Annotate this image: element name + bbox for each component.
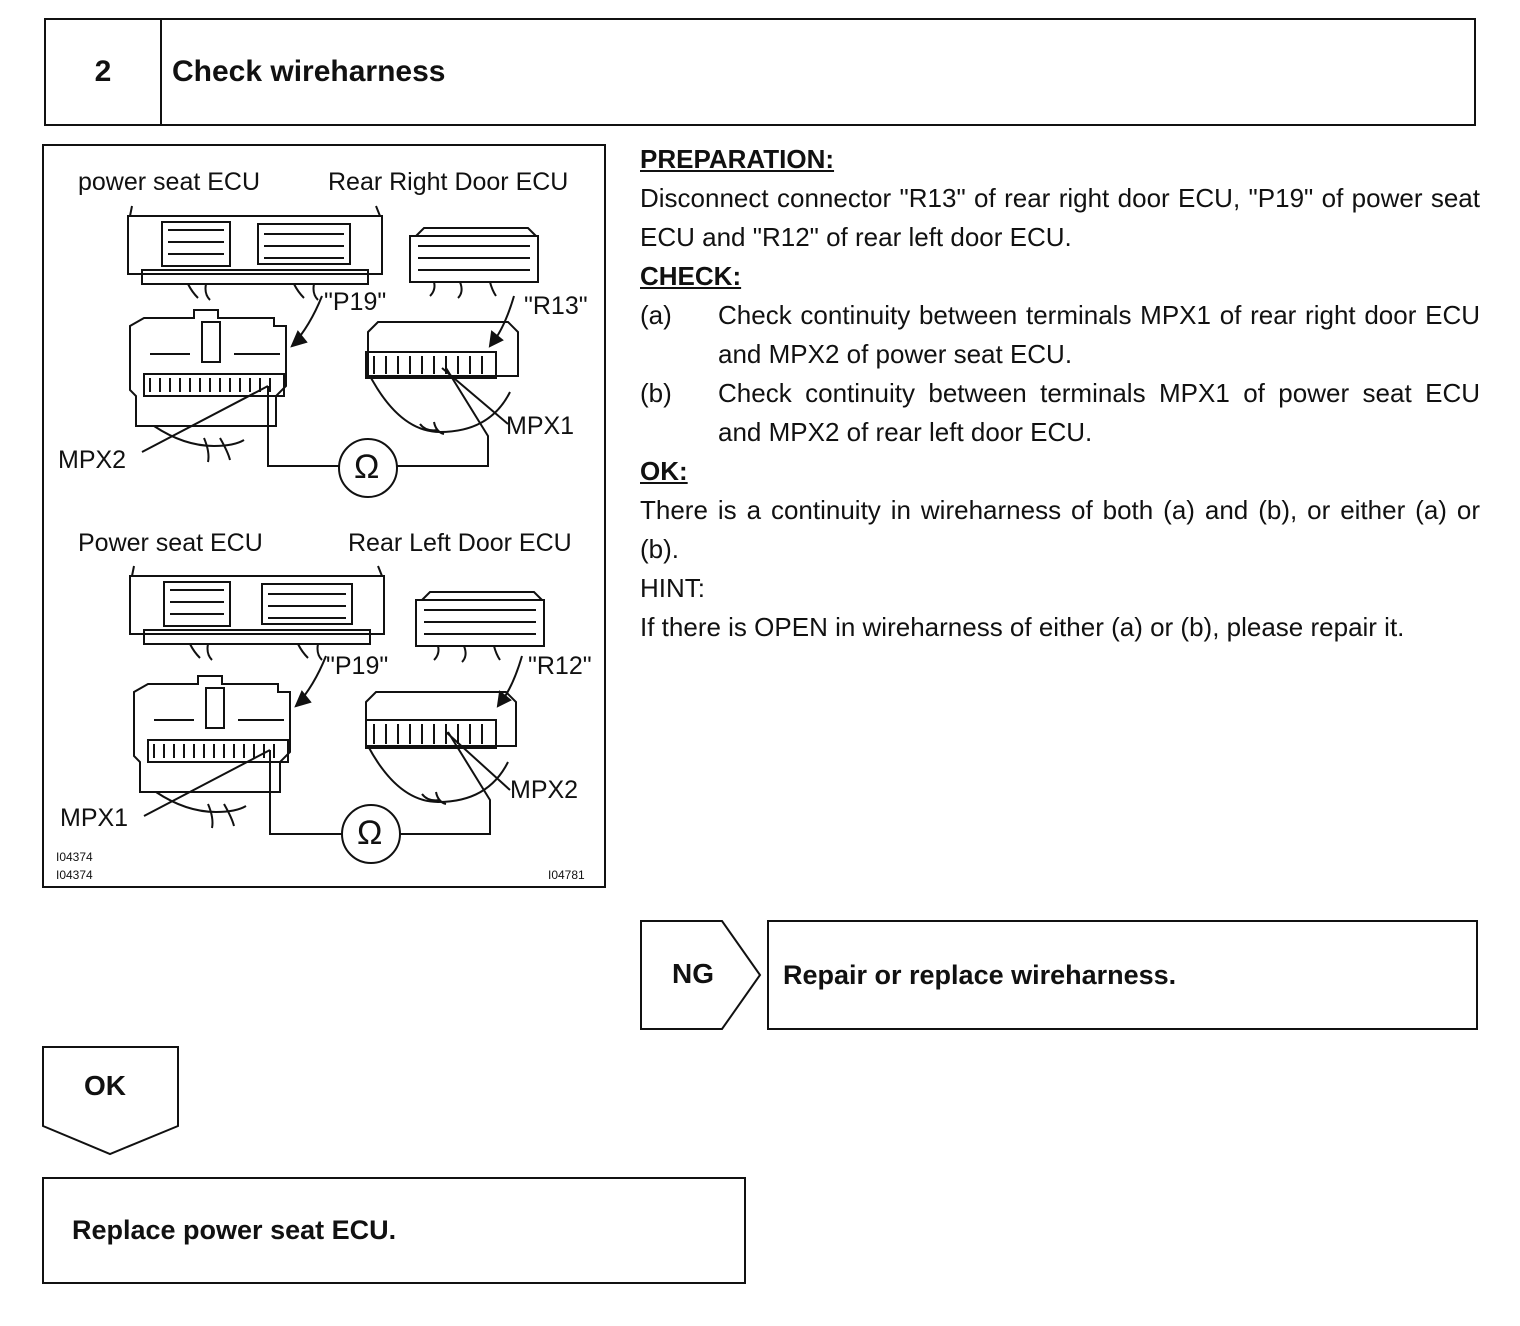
bottom-terminal-mpx2-label: MPX2 xyxy=(510,776,579,804)
figure-code-left-1: I04374 xyxy=(56,850,93,864)
procedure-text: PREPARATION: Disconnect connector "R13" … xyxy=(640,140,1480,647)
top-terminal-mpx2-label: MPX2 xyxy=(58,446,127,474)
preparation-text: Disconnect connector "R13" of rear right… xyxy=(640,183,1480,252)
check-item-text: Check continuity between terminals MPX1 … xyxy=(718,378,1480,447)
bottom-left-ecu-label: Power seat ECU xyxy=(78,529,263,557)
step-number: 2 xyxy=(46,20,162,124)
top-ohmmeter-symbol: Ω xyxy=(354,448,380,486)
ok-arrow-shape xyxy=(42,1046,179,1156)
connector-illustration xyxy=(127,205,545,864)
top-left-ecu-label: power seat ECU xyxy=(78,168,261,196)
ok-branch-tag: OK xyxy=(42,1046,180,1156)
bottom-terminal-mpx1-label: MPX1 xyxy=(60,804,129,832)
ok-text: There is a continuity in wireharness of … xyxy=(640,495,1480,564)
hint-text: If there is OPEN in wireharness of eithe… xyxy=(640,612,1405,642)
check-item: (a) Check continuity between terminals M… xyxy=(640,296,1480,374)
step-title: Check wireharness xyxy=(172,55,446,88)
step-header: 2 Check wireharness xyxy=(44,18,1476,126)
top-right-ecu-label: Rear Right Door ECU xyxy=(328,168,569,196)
figure-code-left-2: I04374 xyxy=(56,868,93,882)
check-heading: CHECK: xyxy=(640,261,742,291)
ok-tag-label: OK xyxy=(84,1070,126,1101)
check-item-label: (a) xyxy=(640,300,672,330)
check-item: (b) Check continuity between terminals M… xyxy=(640,374,1480,452)
top-connector-r13-label: "R13" xyxy=(524,292,588,320)
check-item-label: (b) xyxy=(640,378,672,408)
bottom-right-ecu-label: Rear Left Door ECU xyxy=(348,529,572,557)
bottom-connector-p19-label: "P19" xyxy=(326,652,389,680)
ng-arrow-shape xyxy=(640,920,762,1030)
ok-heading: OK: xyxy=(640,456,688,486)
bottom-ohmmeter-symbol: Ω xyxy=(357,814,383,852)
figure-code-right: I04781 xyxy=(548,868,585,882)
ng-branch-tag: NG xyxy=(640,920,762,1030)
bottom-connector-r12-label: "R12" xyxy=(528,652,592,680)
preparation-heading: PREPARATION: xyxy=(640,144,835,174)
ok-action-box: Replace power seat ECU. xyxy=(42,1177,746,1284)
bottom-panel-drawing xyxy=(129,565,545,864)
hint-heading: HINT: xyxy=(640,573,705,603)
top-terminal-mpx1-label: MPX1 xyxy=(506,412,575,440)
wiring-diagram: power seat ECU Rear Right Door ECU "P19"… xyxy=(42,144,606,888)
check-item-text: Check continuity between terminals MPX1 … xyxy=(718,300,1480,369)
ng-tag-label: NG xyxy=(672,958,714,989)
ng-action-box: Repair or replace wireharness. xyxy=(767,920,1478,1030)
top-connector-p19-label: "P19" xyxy=(324,288,387,316)
top-panel-drawing xyxy=(127,205,539,498)
